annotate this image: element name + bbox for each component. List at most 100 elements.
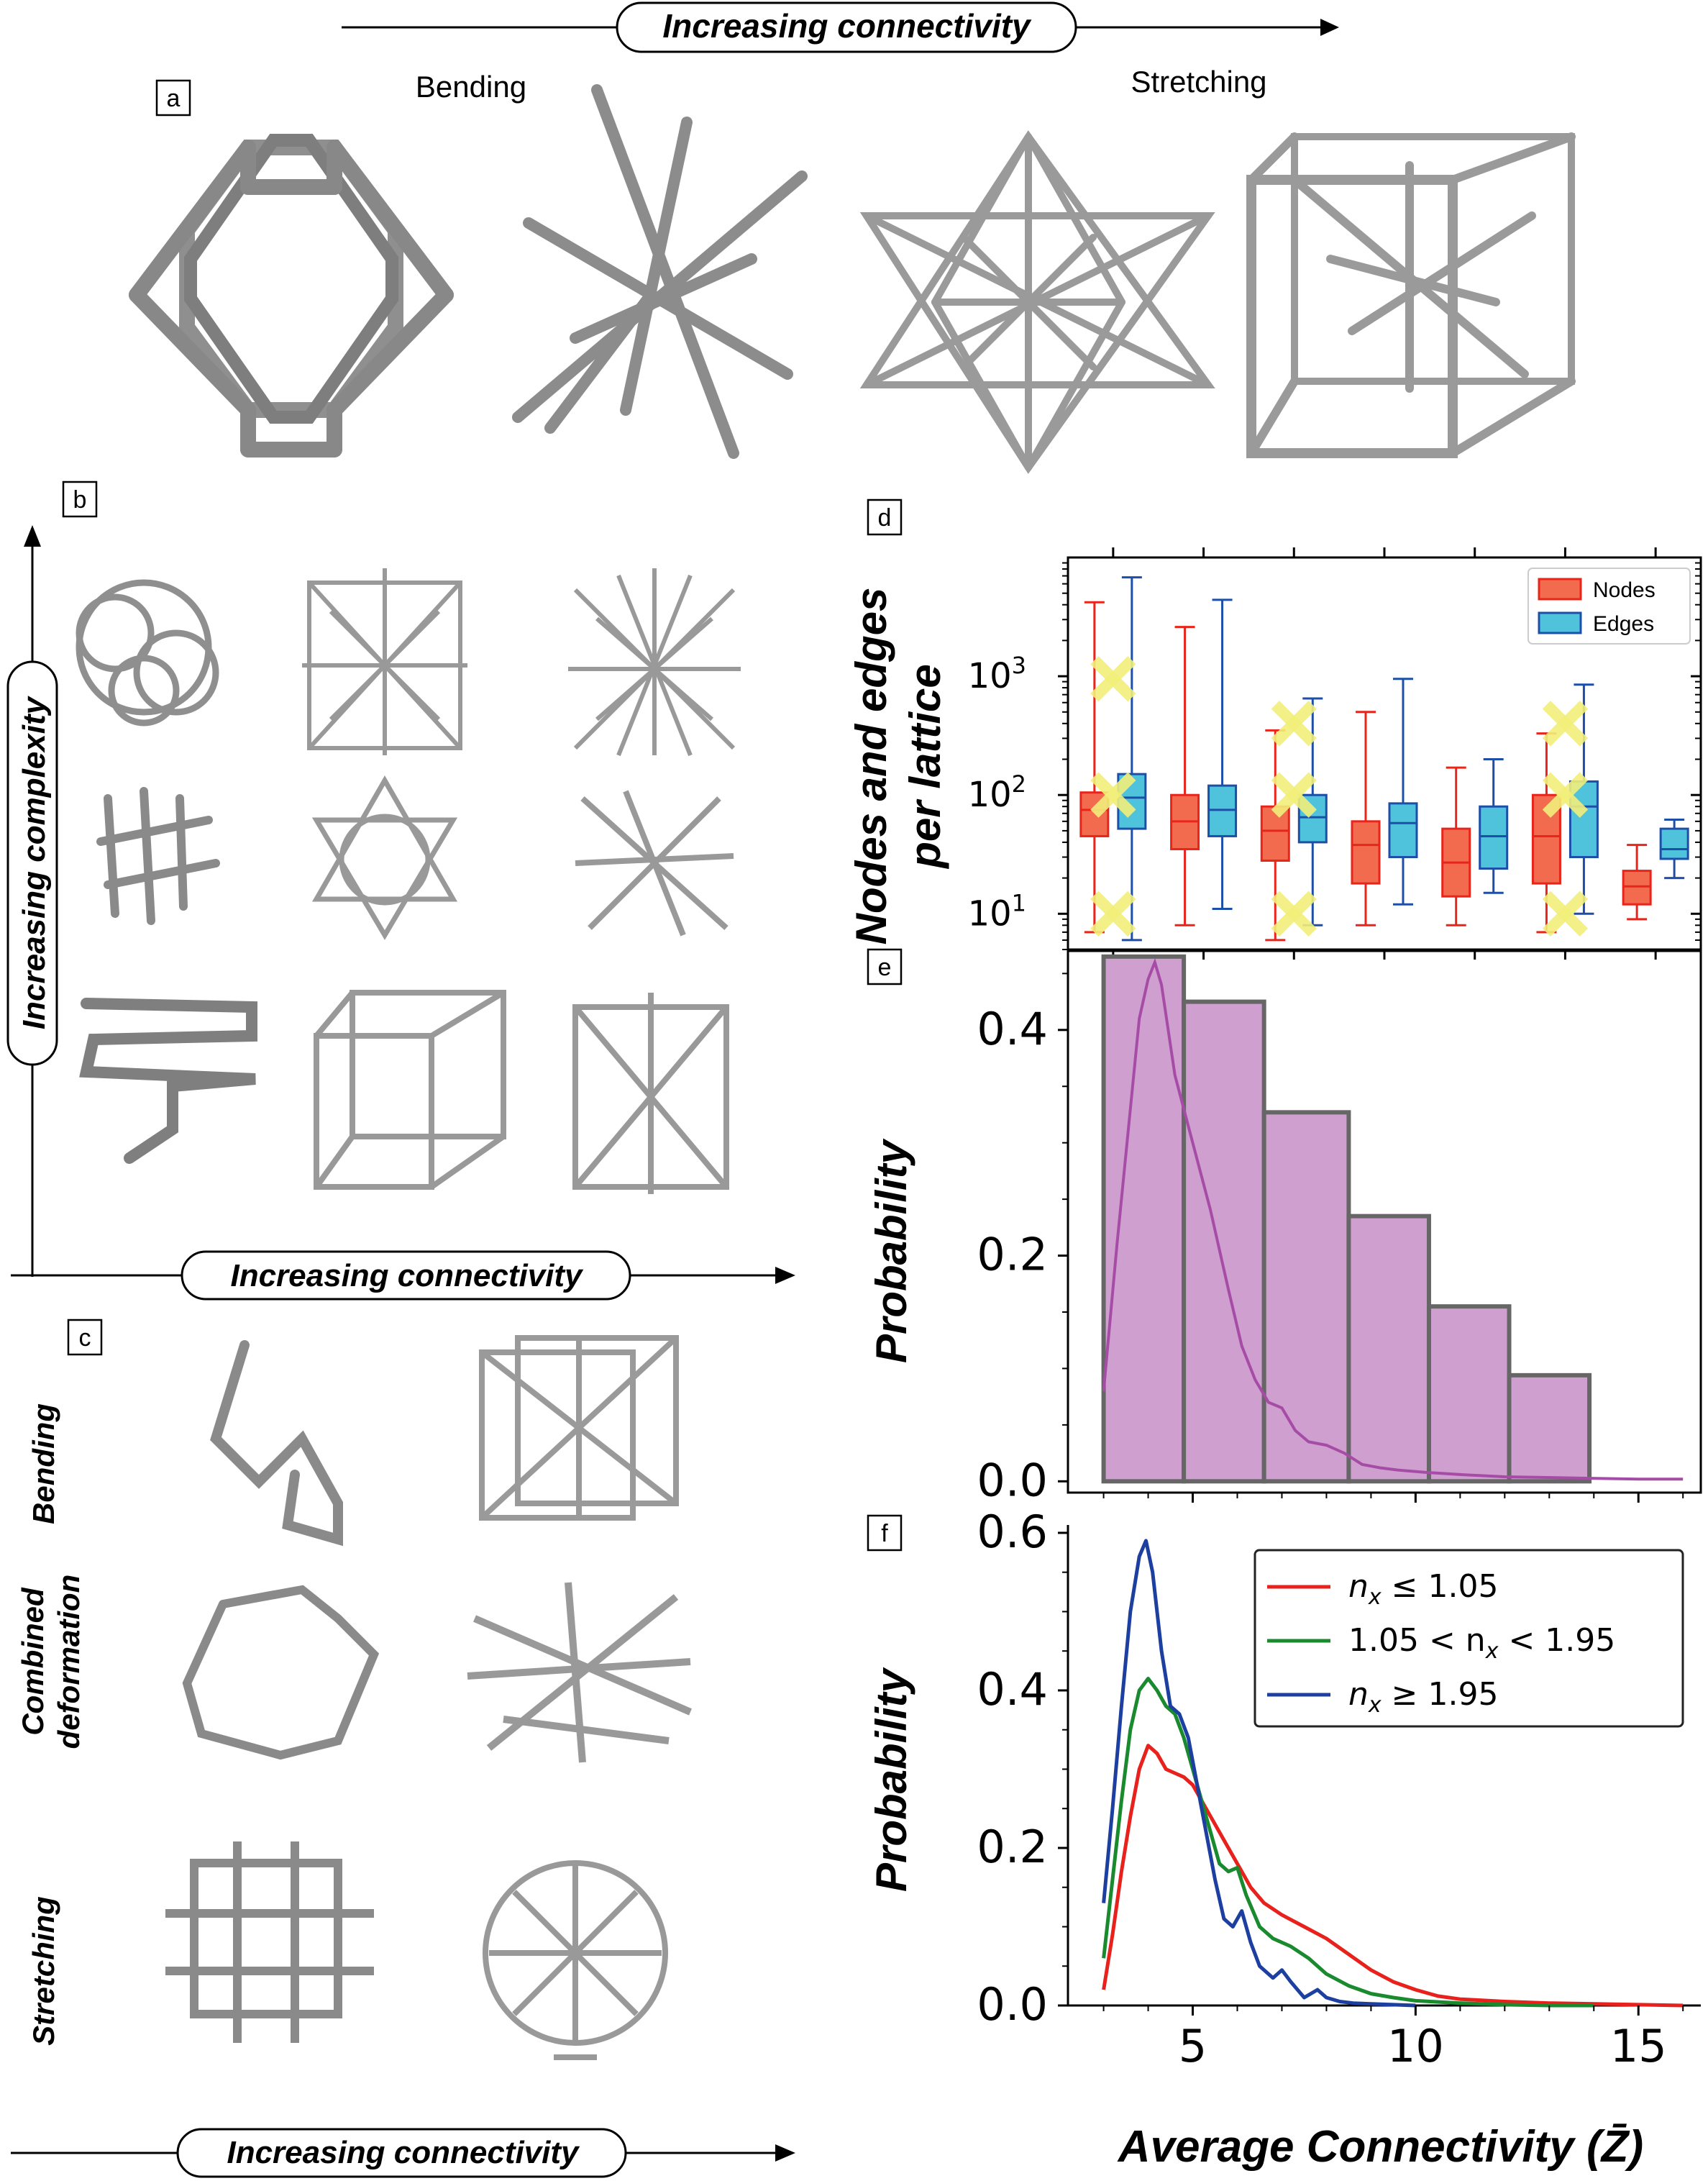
bending-header: Bending bbox=[416, 70, 526, 104]
f-series-line-1 bbox=[1102, 1677, 1594, 2008]
top-connectivity-arrow: Increasing connectivity bbox=[342, 1, 1339, 53]
d-cross-marker bbox=[1542, 772, 1589, 818]
lattice-star-struts bbox=[512, 84, 808, 459]
d-cross-marker bbox=[1271, 891, 1317, 937]
c-combined-label-1: Combined bbox=[16, 1587, 50, 1736]
svg-text:b: b bbox=[73, 486, 87, 514]
f-series-line-2 bbox=[1102, 1539, 1416, 2008]
e-ytick-label: 0.4 bbox=[977, 1003, 1048, 1055]
f-ytick-label: 0.6 bbox=[977, 1506, 1048, 1558]
svg-text:a: a bbox=[167, 85, 181, 112]
f-xlabel: Average Connectivity (Z̄) bbox=[1117, 2122, 1643, 2172]
d-legend-edges-label: Edges bbox=[1593, 612, 1654, 636]
e-hist-bar bbox=[1182, 999, 1266, 1484]
d-ytick-label: 102 bbox=[968, 770, 1026, 815]
d-ytick-label: 101 bbox=[968, 889, 1026, 934]
complexity-arrow-label: Increasing complexity bbox=[17, 695, 52, 1029]
e-ylabel: Probability bbox=[867, 1138, 915, 1363]
d-edges-box bbox=[1479, 805, 1509, 870]
e-density-line bbox=[1102, 957, 1684, 1481]
f-legend-label-1: 1.05 < nx < 1.95 bbox=[1348, 1622, 1615, 1664]
panel-label-e: e bbox=[867, 948, 903, 985]
f-xtick-label: 5 bbox=[1179, 2020, 1207, 2072]
complexity-arrow: Increasing complexity bbox=[6, 525, 58, 1277]
panel-label-a: a bbox=[155, 79, 191, 117]
d-edges-box bbox=[1388, 802, 1418, 859]
lattice-truncated-octahedron bbox=[129, 134, 454, 457]
lattice-b-row2-col3 bbox=[575, 790, 734, 937]
top-arrow-label: Increasing connectivity bbox=[662, 7, 1032, 45]
lattice-b-row3-col1 bbox=[79, 998, 257, 1164]
lattice-b-row1-col1 bbox=[76, 579, 219, 727]
d-ytick-exp: 1 bbox=[1012, 889, 1026, 916]
f-legend-label-2: nx ≥ 1.95 bbox=[1348, 1676, 1498, 1718]
panel-label-c: c bbox=[67, 1319, 103, 1356]
f-ytick-label: 0.4 bbox=[977, 1663, 1048, 1716]
lattice-c-combined-1 bbox=[182, 1585, 380, 1760]
e-hist-bar bbox=[1426, 1304, 1512, 1484]
c-bending-label: Bending bbox=[27, 1403, 60, 1524]
e-plot-frame bbox=[1067, 950, 1702, 1494]
lattice-c-stretching-1 bbox=[165, 1841, 374, 2043]
lattice-c-combined-2 bbox=[467, 1582, 692, 1763]
b-connectivity-arrow: Increasing connectivity bbox=[11, 1250, 795, 1301]
lattice-c-bending-2 bbox=[479, 1335, 679, 1521]
d-ytick-exp: 2 bbox=[1012, 770, 1026, 798]
d-ylabel-line1: Nodes and edges bbox=[847, 588, 895, 945]
lattice-b-row2-col1 bbox=[96, 787, 220, 925]
panel-label-f: f bbox=[867, 1514, 903, 1552]
lattice-c-stretching-2 bbox=[483, 1860, 668, 2060]
lattice-b-row1-col2 bbox=[302, 568, 467, 755]
d-cross-marker bbox=[1271, 772, 1317, 818]
f-xtick-label: 10 bbox=[1387, 2020, 1444, 2072]
f-ytick-label: 0.2 bbox=[977, 1821, 1048, 1873]
b-connectivity-label: Increasing connectivity bbox=[230, 1258, 584, 1293]
d-nodes-box bbox=[1622, 870, 1652, 906]
d-ytick-exp: 3 bbox=[1012, 652, 1026, 679]
e-ytick-label: 0.2 bbox=[977, 1229, 1048, 1281]
f-xtick-label: 15 bbox=[1610, 2020, 1667, 2072]
panel-label-b: b bbox=[62, 481, 98, 518]
lattice-stellated-octahedron bbox=[859, 130, 1215, 474]
d-cross-marker bbox=[1542, 701, 1589, 747]
lattice-b-row3-col3 bbox=[572, 993, 729, 1194]
lattice-cube-cross bbox=[1246, 132, 1576, 458]
histogram-axes: 0.0 0.2 0.4 bbox=[977, 950, 1702, 1506]
svg-text:c: c bbox=[79, 1324, 91, 1352]
d-cross-marker bbox=[1542, 891, 1589, 937]
panel-label-d: d bbox=[867, 498, 903, 536]
svg-text:d: d bbox=[878, 504, 892, 532]
e-hist-bar bbox=[1101, 954, 1187, 1484]
d-nodes-box bbox=[1351, 820, 1381, 885]
svg-text:f: f bbox=[881, 1520, 888, 1547]
d-legend-nodes-swatch bbox=[1538, 578, 1582, 601]
f-series-line-0 bbox=[1102, 1744, 1684, 2008]
d-legend-nodes-label: Nodes bbox=[1593, 578, 1656, 602]
bottom-arrow-label: Increasing connectivity bbox=[227, 2135, 580, 2170]
lattice-b-row1-col3 bbox=[568, 568, 741, 757]
e-ytick-label: 0.0 bbox=[977, 1454, 1048, 1506]
d-edges-box bbox=[1659, 827, 1689, 860]
lattice-c-bending-1 bbox=[210, 1340, 343, 1547]
f-ytick-label: 0.0 bbox=[977, 1978, 1048, 2031]
d-ytick-label: 103 bbox=[968, 652, 1026, 696]
stretching-header: Stretching bbox=[1131, 65, 1266, 99]
e-hist-bar bbox=[1346, 1214, 1431, 1484]
e-hist-bar bbox=[1261, 1110, 1351, 1484]
c-combined-label-2: deformation bbox=[52, 1575, 86, 1749]
d-ylabel-line2: per lattice bbox=[901, 664, 949, 869]
d-edges-box bbox=[1568, 780, 1599, 859]
d-cross-marker bbox=[1271, 701, 1317, 747]
f-ylabel: Probability bbox=[867, 1667, 915, 1892]
d-cross-marker bbox=[1090, 891, 1136, 937]
d-nodes-box bbox=[1260, 805, 1290, 862]
lattice-b-row3-col2 bbox=[314, 990, 506, 1190]
svg-text:e: e bbox=[878, 954, 892, 981]
e-hist-bar bbox=[1507, 1372, 1592, 1484]
